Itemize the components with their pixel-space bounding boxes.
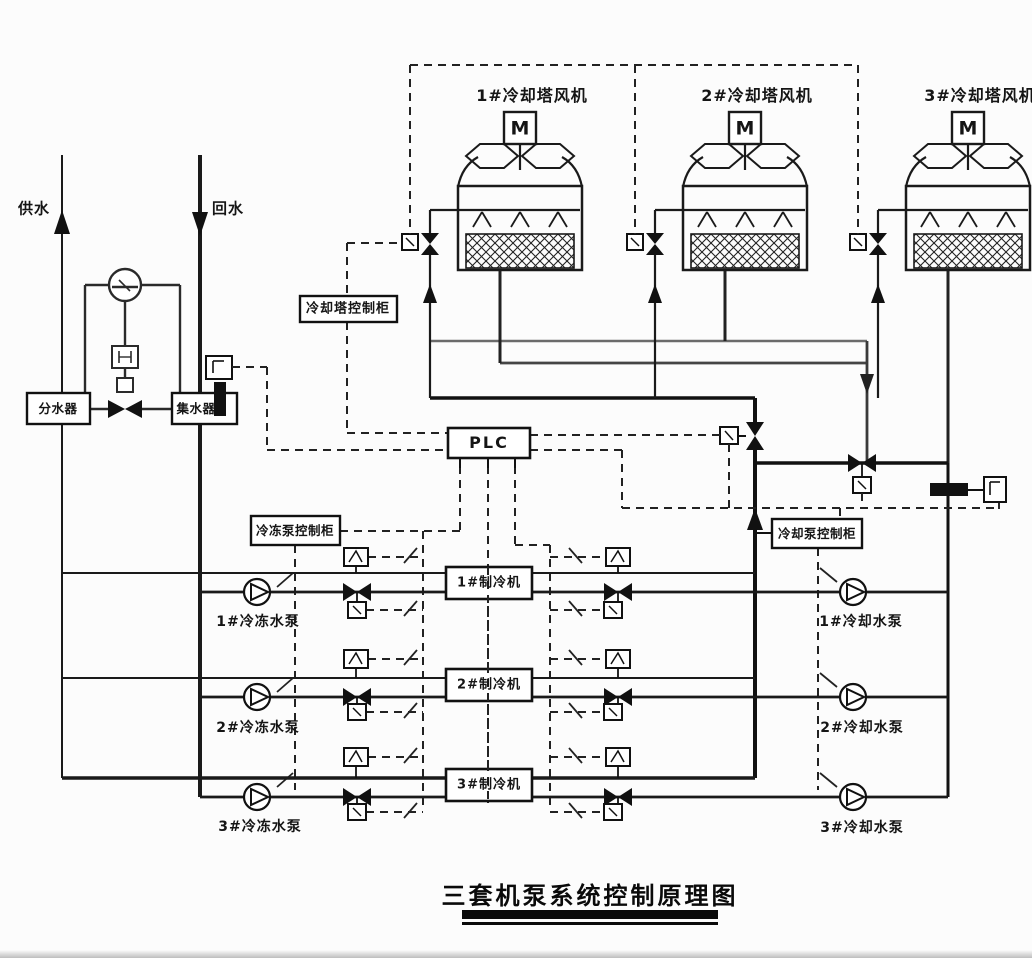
row-sensors (343, 547, 631, 778)
cooling-bypass-valve (848, 454, 876, 494)
tower-2-motor-label: M (735, 117, 755, 140)
cooling-pump-1-label: 1#冷却水泵 (819, 614, 903, 630)
distributor-label: 分水器 (38, 400, 78, 416)
cooling-tower-3 (849, 65, 1032, 398)
cooling-tower-1 (401, 65, 584, 398)
supply-up-arrow (54, 210, 70, 234)
distributor-box (25, 391, 92, 426)
bypass-valve2 (125, 400, 142, 418)
collection-down-arrow (860, 374, 874, 394)
collector-box (170, 391, 239, 426)
tower-2-label: 2#冷却塔风机 (701, 86, 813, 105)
pumps (242, 577, 868, 812)
bypass-dp-assembly (83, 267, 182, 411)
return-down-arrow (192, 212, 208, 236)
plc-box (446, 426, 532, 460)
diagram-title: 三套机泵系统控制原理图 (441, 882, 739, 910)
plc-label: PLC (469, 433, 509, 452)
title-underline-thin (462, 922, 718, 925)
chiller-row-pipes (62, 572, 948, 799)
plc-bottom-stubs (459, 458, 516, 468)
chilled-pump-3-label: 3#冷冻水泵 (218, 819, 302, 835)
chilled-pump-1-label: 1#冷冻水泵 (216, 614, 300, 630)
tower-1-motor-label: M (510, 117, 530, 140)
collector-temp-sensor (205, 355, 233, 416)
chilled-supply-return-pipes (61, 155, 202, 797)
chilled-pump-cabinet-label: 冷冻泵控制柜 (255, 522, 335, 538)
chilled-pump-cabinet-box (249, 514, 342, 547)
title-underline-thick (462, 910, 718, 919)
bypass-valve (108, 400, 125, 418)
cooling-tower-2 (626, 65, 809, 398)
chiller-3-label: 3#制冷机 (457, 777, 521, 793)
tower-1-label: 1#冷却塔风机 (476, 86, 588, 105)
cooling-pump-2-label: 2#冷却水泵 (820, 720, 904, 736)
collector-label: 集水器 (176, 400, 216, 416)
chilled-pump-2-label: 2#冷冻水泵 (216, 720, 300, 736)
tower-cabinet-box (298, 294, 399, 324)
cooling-main-valve (719, 422, 764, 450)
tower-3-label: 3#冷却塔风机 (924, 86, 1032, 105)
control-switch-marks (276, 547, 838, 819)
supply-pipe-label: 供水 (17, 199, 51, 218)
tower-cabinet-label: 冷却塔控制柜 (305, 301, 391, 317)
row-valves (343, 583, 632, 821)
cooling-pump-cabinet-label: 冷却泵控制柜 (777, 525, 857, 541)
cooling-pump-cabinet-box (770, 517, 864, 550)
bottom-scan-shadow (0, 950, 1032, 958)
cooling-pump-3-label: 3#冷却水泵 (820, 820, 904, 836)
tower-3-motor-label: M (958, 117, 978, 140)
chiller-1-label: 1#制冷机 (457, 575, 521, 591)
cooling-return-sensor (930, 476, 1007, 509)
return-pipe-label: 回水 (211, 199, 245, 218)
cooling-up-arrow (747, 508, 763, 530)
tower-outlet-headers (430, 270, 950, 463)
chiller-2-label: 2#制冷机 (457, 677, 521, 693)
